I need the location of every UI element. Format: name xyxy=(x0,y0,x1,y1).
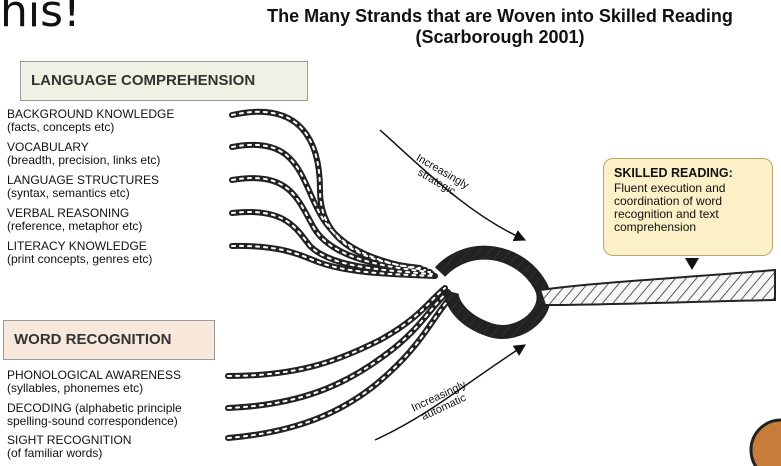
skilled-reading-heading: SKILLED READING: xyxy=(614,167,762,180)
strand-name: SIGHT RECOGNITION xyxy=(7,434,131,447)
strand-desc: (breadth, precision, links etc) xyxy=(7,154,160,167)
strand-sight-recognition: SIGHT RECOGNITION (of familiar words) xyxy=(7,434,131,459)
strand-name: LITERACY KNOWLEDGE xyxy=(7,240,152,253)
strand-name: LANGUAGE STRUCTURES xyxy=(7,174,159,187)
strand-desc: (print concepts, genres etc) xyxy=(7,253,152,266)
strand-desc: spelling-sound correspondence) xyxy=(7,415,182,428)
language-comprehension-heading: LANGUAGE COMPREHENSION xyxy=(20,61,308,101)
skilled-reading-body: Fluent execution and coordination of wor… xyxy=(614,181,725,234)
strand-decoding: DECODING (alphabetic principle spelling-… xyxy=(7,402,182,427)
strand-phonological-awareness: PHONOLOGICAL AWARENESS (syllables, phone… xyxy=(7,369,181,394)
skilled-reading-pointer xyxy=(685,258,699,270)
strand-name: VERBAL REASONING xyxy=(7,207,142,220)
language-strands xyxy=(232,112,435,276)
strand-desc: (facts, concepts etc) xyxy=(7,121,174,134)
strand-desc: (syntax, semantics etc) xyxy=(7,187,159,200)
word-recognition-heading: WORD RECOGNITION xyxy=(3,320,215,360)
corner-circle-decoration xyxy=(751,420,781,466)
strand-language-structures: LANGUAGE STRUCTURES (syntax, semantics e… xyxy=(7,174,159,199)
strand-verbal-reasoning: VERBAL REASONING (reference, metaphor et… xyxy=(7,207,142,232)
strand-desc: (of familiar words) xyxy=(7,447,131,460)
strand-name: BACKGROUND KNOWLEDGE xyxy=(7,108,174,121)
strand-literacy-knowledge: LITERACY KNOWLEDGE (print concepts, genr… xyxy=(7,240,152,265)
strand-background-knowledge: BACKGROUND KNOWLEDGE (facts, concepts et… xyxy=(7,108,174,133)
strand-desc: (reference, metaphor etc) xyxy=(7,220,142,233)
strand-vocabulary: VOCABULARY (breadth, precision, links et… xyxy=(7,141,160,166)
strand-desc: (syllables, phonemes etc) xyxy=(7,382,181,395)
skilled-reading-box: SKILLED READING: Fluent execution and co… xyxy=(603,158,773,256)
strand-name: PHONOLOGICAL AWARENESS xyxy=(7,369,181,382)
strand-name: DECODING (alphabetic principle xyxy=(7,402,182,415)
woven-rope xyxy=(440,253,775,332)
strand-name: VOCABULARY xyxy=(7,141,160,154)
